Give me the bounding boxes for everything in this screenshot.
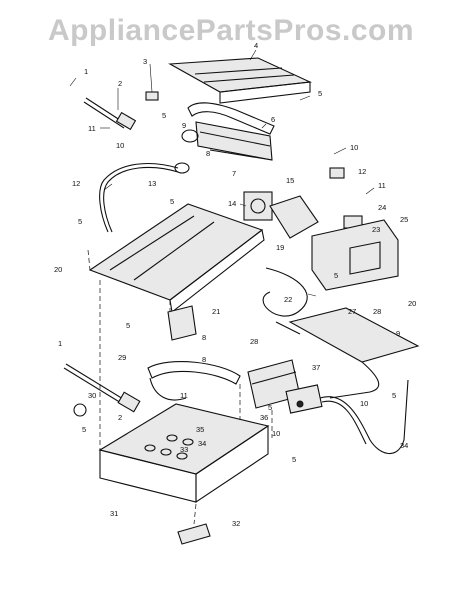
leader-lines (69, 49, 375, 297)
callout-19: 19 (276, 243, 284, 252)
callout-13: 13 (148, 179, 156, 188)
callout-4: 4 (254, 41, 258, 50)
gas-line[interactable] (99, 163, 179, 233)
callout-9: 9 (182, 121, 186, 130)
callout-29: 29 (118, 353, 126, 362)
igniter-rod-lower[interactable] (63, 363, 141, 417)
mounting-plate[interactable] (269, 195, 319, 239)
callout-6: 6 (271, 115, 275, 124)
callout-20: 20 (408, 299, 416, 308)
gas-pipe-lower[interactable] (319, 379, 409, 455)
callout-34: 34 (198, 439, 206, 448)
callout-28: 28 (373, 307, 381, 316)
switch-box[interactable] (167, 305, 197, 341)
callout-10: 10 (272, 429, 280, 438)
callout-10: 10 (116, 141, 124, 150)
callout-25: 25 (400, 215, 408, 224)
callout-8: 8 (202, 333, 206, 342)
callout-8: 8 (202, 355, 206, 364)
burner-tube-lower[interactable] (288, 307, 420, 399)
callout-5: 5 (82, 425, 86, 434)
control-module[interactable] (243, 191, 273, 221)
callout-5: 5 (126, 321, 130, 330)
callout-1: 1 (58, 339, 62, 348)
handle-bar[interactable] (177, 523, 211, 545)
callout-24: 24 (378, 203, 386, 212)
callout-5: 5 (334, 271, 338, 280)
callout-10: 10 (350, 143, 358, 152)
burner-tube[interactable] (187, 102, 275, 161)
callout-12: 12 (72, 179, 80, 188)
gas-valve[interactable] (285, 384, 323, 414)
igniter-rod-top[interactable] (83, 97, 137, 131)
main-plate[interactable] (88, 203, 265, 314)
control-box[interactable] (311, 219, 399, 291)
callout-2: 2 (118, 79, 122, 88)
callout-22: 22 (284, 295, 292, 304)
callout-5: 5 (268, 403, 272, 412)
callout-14: 14 (228, 199, 236, 208)
callout-7: 7 (232, 169, 236, 178)
firebox-tray[interactable] (98, 403, 270, 504)
callout-5: 5 (78, 217, 82, 226)
callout-30: 30 (88, 391, 96, 400)
callout-34: 34 (400, 441, 408, 450)
callout-8: 8 (206, 149, 210, 158)
callout-5: 5 (318, 89, 322, 98)
callout-11: 11 (378, 181, 386, 190)
callout-5: 5 (162, 111, 166, 120)
burner-plate-top[interactable] (168, 57, 313, 104)
callout-1: 1 (84, 67, 88, 76)
callout-11: 11 (180, 391, 188, 400)
callout-21: 21 (212, 307, 220, 316)
callout-10: 10 (360, 399, 368, 408)
callout-32: 32 (232, 519, 240, 528)
bracket-small[interactable] (145, 91, 159, 101)
callout-9: 9 (396, 329, 400, 338)
callout-15: 15 (286, 176, 294, 185)
callout-2: 2 (118, 413, 122, 422)
callout-35: 35 (196, 425, 204, 434)
callout-5: 5 (292, 455, 296, 464)
callout-37: 37 (312, 363, 320, 372)
callout-27: 27 (348, 307, 356, 316)
callout-3: 3 (143, 57, 147, 66)
callout-5: 5 (392, 391, 396, 400)
callout-36: 36 (260, 413, 268, 422)
callout-20: 20 (54, 265, 62, 274)
burner-tube-left-lower[interactable] (147, 361, 241, 401)
callout-33: 33 (180, 445, 188, 454)
orifice-fitting[interactable] (174, 129, 199, 174)
watermark: AppliancePartsPros.com (47, 14, 415, 47)
alignment-lines (87, 249, 273, 525)
callout-31: 31 (110, 509, 118, 518)
callout-labels: 1 2 3 4 5 5 6 7 8 9 10 11 12 13 5 14 15 … (54, 41, 416, 528)
wire-harness[interactable] (262, 267, 308, 335)
callout-23: 23 (372, 225, 380, 234)
callout-5: 5 (170, 197, 174, 206)
callout-28: 28 (250, 337, 258, 346)
callout-12: 12 (358, 167, 366, 176)
callout-11: 11 (88, 124, 96, 133)
connector-12[interactable] (329, 167, 345, 179)
